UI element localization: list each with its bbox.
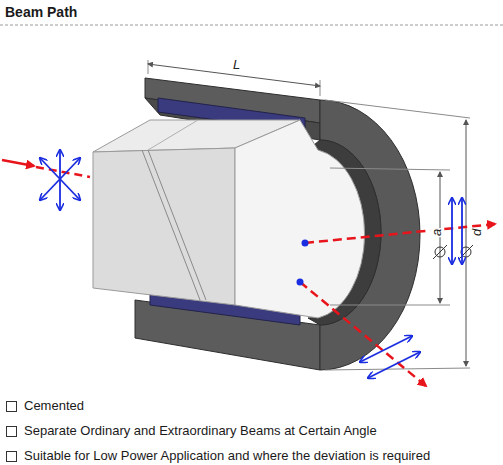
dimension-label: L [232, 58, 241, 71]
feature-item: Cemented [24, 398, 84, 413]
feature-item: Suitable for Low Power Application and w… [24, 448, 430, 463]
input-beam [2, 150, 90, 210]
feature-item: Separate Ordinary and Extraordinary Beam… [24, 423, 377, 438]
output-beams [297, 198, 496, 386]
dimension-label: d [470, 228, 483, 237]
title-rule [0, 25, 503, 26]
dimension-lines [148, 60, 473, 370]
dimension-label: a [430, 228, 443, 237]
section-title: Beam Path [5, 4, 77, 20]
checkbox [7, 402, 17, 462]
crystal [93, 120, 365, 318]
